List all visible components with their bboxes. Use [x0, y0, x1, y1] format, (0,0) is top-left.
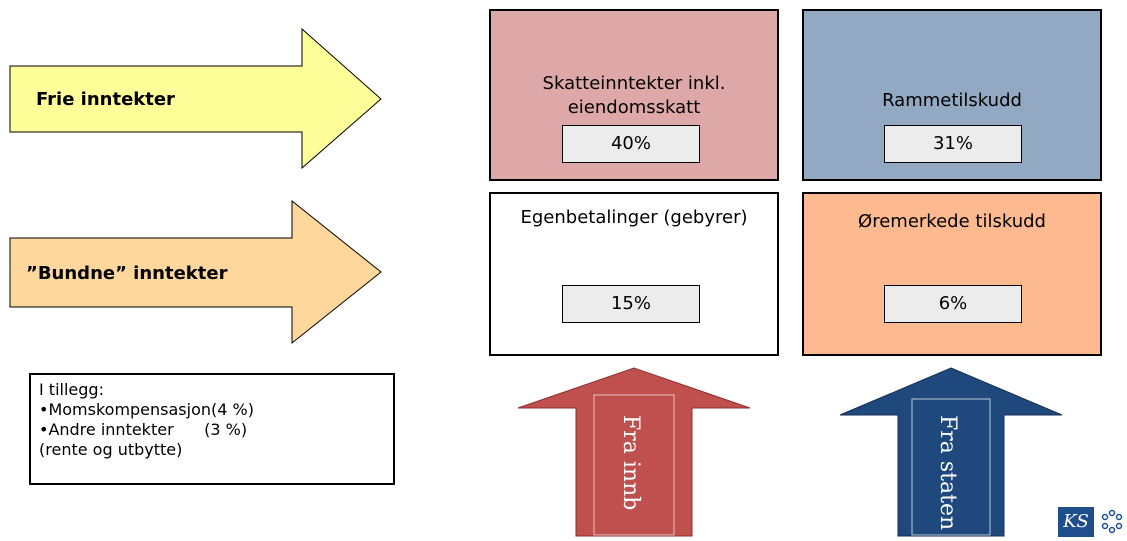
fra-innb-arrow-shape: [517, 367, 751, 537]
frie-inntekter-arrow: Frie inntekter: [9, 28, 383, 170]
skatteinntekter-title-line1: Skatteinntekter inkl.: [542, 73, 726, 94]
frie-inntekter-label: Frie inntekter: [36, 89, 175, 110]
frie-arrow-shape: [9, 28, 382, 170]
fra-innb-label: Fra innb: [618, 415, 643, 511]
note-andre-inntekter: •Andre inntekter (3 %): [39, 420, 248, 439]
skatteinntekter-box: Skatteinntekter inkl. eiendomsskatt 40%: [489, 9, 779, 181]
note-momskompensasjon: •Momskompensasjon(4 %): [39, 400, 254, 419]
fra-innb-arrow: Fra innb: [516, 367, 752, 537]
rammetilskudd-title: Rammetilskudd: [882, 90, 1022, 111]
ks-logo: KS: [1058, 507, 1094, 537]
bundne-arrow-shape: [9, 200, 382, 345]
rammetilskudd-box: Rammetilskudd 31%: [802, 9, 1102, 181]
fra-staten-label: Fra staten: [935, 415, 960, 531]
ks-ring-icon: [1101, 509, 1123, 534]
oremerkede-title: Øremerkede tilskudd: [858, 211, 1046, 232]
oremerkede-percent: 6%: [884, 285, 1022, 323]
rammetilskudd-percent: 31%: [884, 125, 1022, 163]
egenbetalinger-box: Egenbetalinger (gebyrer) 15%: [489, 192, 779, 356]
egenbetalinger-title: Egenbetalinger (gebyrer): [520, 207, 748, 228]
bundne-inntekter-arrow: ”Bundne” inntekter: [9, 200, 383, 345]
oremerkede-box: Øremerkede tilskudd 6%: [802, 192, 1102, 356]
egenbetalinger-percent: 15%: [562, 285, 700, 323]
bundne-inntekter-label: ”Bundne” inntekter: [26, 263, 228, 284]
skatteinntekter-title-line2: eiendomsskatt: [567, 97, 701, 118]
tillegg-note-box: I tillegg: •Momskompensasjon(4 %) •Andre…: [29, 373, 395, 485]
fra-staten-arrow: Fra staten: [838, 367, 1064, 537]
note-rente-utbytte: (rente og utbytte): [39, 440, 183, 459]
skatteinntekter-title: Skatteinntekter inkl. eiendomsskatt: [491, 72, 777, 120]
note-heading: I tillegg:: [39, 380, 104, 399]
skatteinntekter-percent: 40%: [562, 125, 700, 163]
fra-staten-arrow-shape: [839, 367, 1063, 537]
